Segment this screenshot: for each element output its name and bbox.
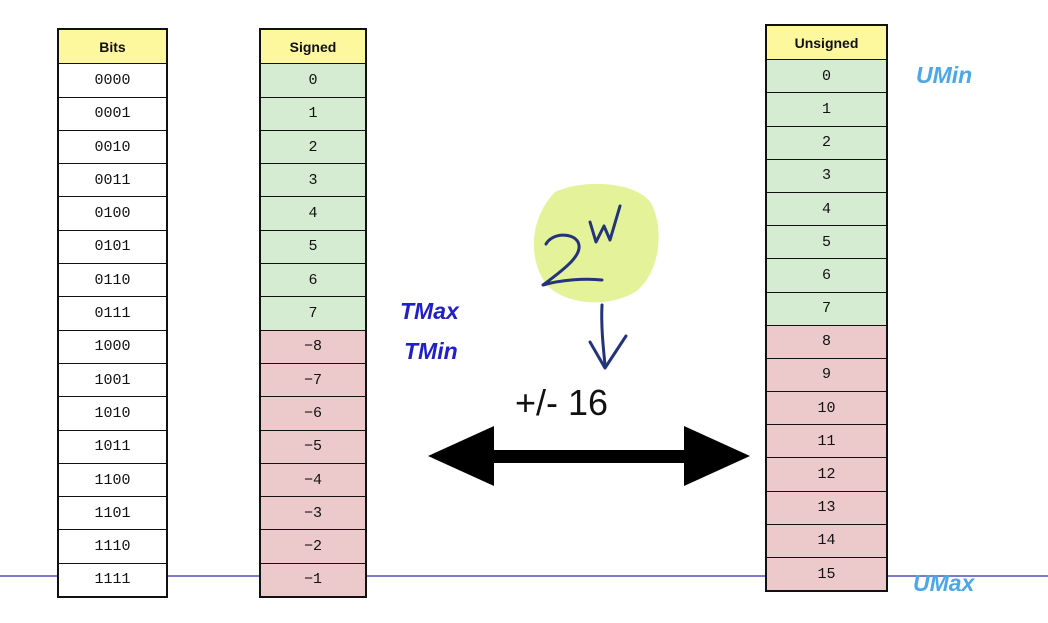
signed-cell: −5 bbox=[261, 429, 365, 463]
double-arrow bbox=[428, 426, 750, 486]
unsigned-cell: 12 bbox=[767, 457, 886, 491]
unsigned-cell: 7 bbox=[767, 291, 886, 325]
unsigned-cell: 13 bbox=[767, 490, 886, 524]
handwritten-w bbox=[588, 204, 622, 244]
signed-cell: −3 bbox=[261, 496, 365, 530]
bits-cell: 0100 bbox=[59, 196, 166, 229]
handwritten-arrow-head bbox=[588, 334, 628, 370]
unsigned-cell: 1 bbox=[767, 92, 886, 126]
unsigned-table: Unsigned 0 1 2 3 4 5 6 7 8 9 10 11 12 13… bbox=[765, 24, 888, 593]
bits-cell: 1110 bbox=[59, 529, 166, 562]
unsigned-cell: 5 bbox=[767, 225, 886, 259]
unsigned-cell: 15 bbox=[767, 557, 886, 591]
delta-label: +/- 16 bbox=[515, 382, 609, 423]
bits-cell: 0111 bbox=[59, 296, 166, 329]
signed-cell: −7 bbox=[261, 362, 365, 397]
bits-cell: 1011 bbox=[59, 429, 166, 463]
unsigned-cell: 6 bbox=[767, 258, 886, 292]
signed-table: Signed 0 1 2 3 4 5 6 7 −8 −7 −6 −5 −4 −3… bbox=[259, 28, 367, 599]
signed-header: Signed bbox=[261, 30, 365, 64]
two-power-w-annotation bbox=[541, 204, 628, 370]
bits-cell: 0001 bbox=[59, 96, 166, 130]
unsigned-cell: 11 bbox=[767, 424, 886, 458]
bits-cell: 1111 bbox=[59, 562, 166, 596]
tmax-label: TMax bbox=[400, 298, 459, 324]
unsigned-cell: 3 bbox=[767, 158, 886, 192]
bits-cell: 1101 bbox=[59, 496, 166, 529]
tmin-label: TMin bbox=[404, 338, 458, 364]
unsigned-cell: 4 bbox=[767, 191, 886, 226]
bits-cell: 0011 bbox=[59, 163, 166, 196]
unsigned-cell: 10 bbox=[767, 391, 886, 425]
handwritten-two bbox=[541, 233, 604, 287]
bits-cell: 1001 bbox=[59, 362, 166, 396]
bits-header: Bits bbox=[59, 30, 166, 64]
unsigned-cell: 2 bbox=[767, 125, 886, 159]
bits-cell: 0000 bbox=[59, 63, 166, 96]
unsigned-cell: 0 bbox=[767, 59, 886, 93]
signed-cell: 4 bbox=[261, 196, 365, 230]
signed-cell: −8 bbox=[261, 329, 365, 363]
umin-label: UMin bbox=[916, 62, 973, 88]
bits-cell: 0010 bbox=[59, 129, 166, 163]
signed-cell: 3 bbox=[261, 163, 365, 197]
signed-cell: 7 bbox=[261, 296, 365, 330]
signed-cell: −4 bbox=[261, 462, 365, 497]
signed-cell: 0 bbox=[261, 63, 365, 97]
bits-cell: 1100 bbox=[59, 462, 166, 496]
bits-cell: 1010 bbox=[59, 396, 166, 429]
signed-cell: −6 bbox=[261, 396, 365, 430]
unsigned-cell: 9 bbox=[767, 357, 886, 392]
unsigned-header: Unsigned bbox=[767, 26, 886, 60]
signed-cell: −2 bbox=[261, 529, 365, 563]
horizontal-rule bbox=[0, 575, 1048, 577]
signed-cell: −1 bbox=[261, 562, 365, 597]
signed-cell: 1 bbox=[261, 96, 365, 130]
signed-cell: 2 bbox=[261, 129, 365, 164]
bits-cell: 0110 bbox=[59, 263, 166, 296]
unsigned-cell: 14 bbox=[767, 523, 886, 557]
bits-cell: 1000 bbox=[59, 329, 166, 363]
handwritten-arrow-shaft bbox=[600, 303, 607, 367]
signed-cell: 5 bbox=[261, 229, 365, 264]
bits-table: Bits 0000 0001 0010 0011 0100 0101 0110 … bbox=[57, 28, 168, 599]
umax-label: UMax bbox=[913, 570, 975, 596]
signed-cell: 6 bbox=[261, 263, 365, 297]
bits-cell: 0101 bbox=[59, 229, 166, 263]
unsigned-cell: 8 bbox=[767, 324, 886, 358]
